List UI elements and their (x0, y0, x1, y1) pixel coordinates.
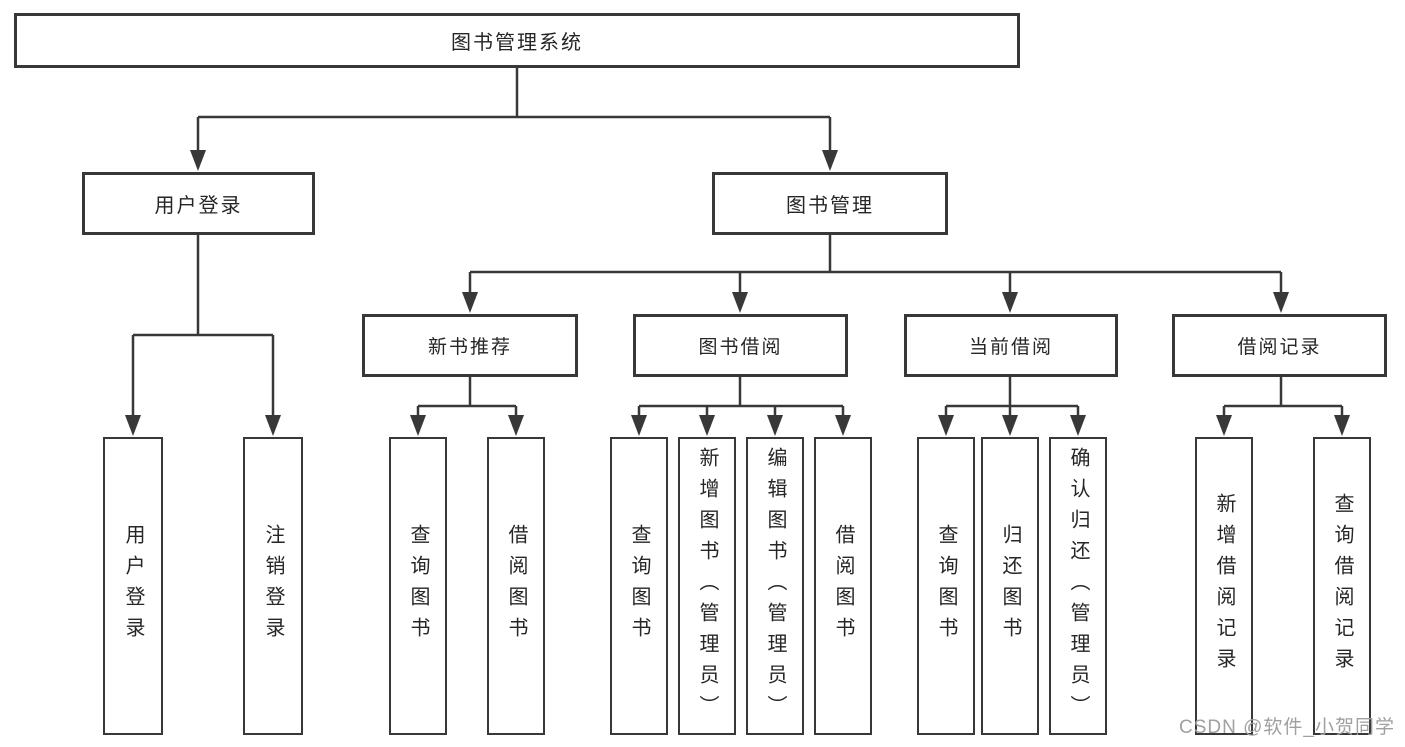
leaf-query-books-recommend: 查询图书 (389, 437, 447, 735)
leaf-query-books-current: 查询图书 (917, 437, 975, 735)
leaf-return-books: 归还图书 (981, 437, 1039, 735)
arrowheads (125, 150, 1350, 436)
node-label: 用户登录 (154, 195, 243, 217)
node-label: 图书借阅 (698, 337, 783, 358)
node-label: 查询图书 (407, 524, 429, 648)
node-label: 编辑图书（管理员） (764, 446, 786, 726)
node-user-login-group: 用户登录 (82, 172, 315, 235)
node-root: 图书管理系统 (14, 13, 1020, 68)
connector-new-book-group (416, 377, 518, 418)
node-label: 图书管理系统 (451, 32, 583, 54)
leaf-edit-book-admin: 编辑图书（管理员） (746, 437, 804, 735)
node-new-book-recommend: 新书推荐 (362, 314, 578, 377)
leaf-add-book-admin: 新增图书（管理员） (678, 437, 736, 735)
node-label: 当前借阅 (968, 337, 1053, 358)
node-label: 新增借阅记录 (1213, 493, 1235, 679)
node-label: 用户登录 (122, 524, 144, 648)
node-label: 新书推荐 (427, 337, 512, 358)
leaf-query-books-borrow: 查询图书 (610, 437, 668, 735)
node-label: 确认归还（管理员） (1067, 446, 1089, 726)
leaf-query-borrow-record: 查询借阅记录 (1313, 437, 1371, 735)
connector-root (196, 68, 832, 153)
node-label: 图书管理 (786, 195, 874, 217)
node-current-borrowing: 当前借阅 (904, 314, 1118, 377)
node-label: 查询图书 (935, 524, 957, 648)
connector-book-management-group (468, 235, 1283, 295)
connector-book-borrow-group (637, 377, 845, 418)
leaf-borrow-books-recommend: 借阅图书 (487, 437, 545, 735)
node-label: 查询借阅记录 (1331, 493, 1353, 679)
node-label: 借阅图书 (505, 524, 527, 648)
watermark: CSDN @软件_小贺同学 (1179, 717, 1395, 738)
node-book-borrowing: 图书借阅 (633, 314, 848, 377)
node-label: 新增图书（管理员） (696, 446, 718, 726)
node-label: 归还图书 (999, 524, 1021, 648)
node-book-management-group: 图书管理 (712, 172, 948, 235)
leaf-logout: 注销登录 (243, 437, 303, 735)
connector-borrow-record-group (1222, 377, 1344, 418)
leaf-add-borrow-record: 新增借阅记录 (1195, 437, 1253, 735)
leaf-confirm-return-admin: 确认归还（管理员） (1049, 437, 1107, 735)
connector-user-login-group (131, 235, 275, 418)
node-label: 查询图书 (628, 524, 650, 648)
node-label: 借阅图书 (832, 524, 854, 648)
leaf-borrow-books: 借阅图书 (814, 437, 872, 735)
leaf-user-login: 用户登录 (103, 437, 163, 735)
connector-current-borrow-group (944, 377, 1080, 418)
node-label: 借阅记录 (1237, 337, 1322, 358)
node-label: 注销登录 (262, 524, 284, 648)
node-borrowing-records: 借阅记录 (1172, 314, 1387, 377)
